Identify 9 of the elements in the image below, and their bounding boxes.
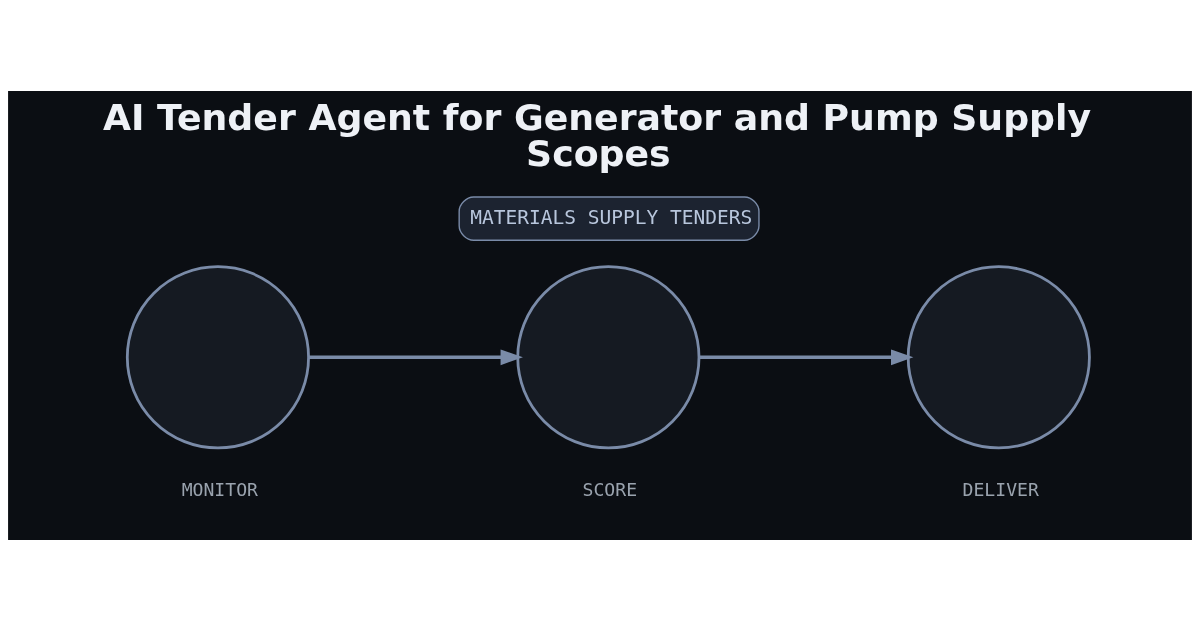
node-circle	[125, 264, 310, 449]
arrow	[308, 349, 523, 365]
diagram-title: AI Tender Agent for Generator and Pump Supply Scopes	[102, 95, 1092, 175]
node-label: DELIVER	[962, 478, 1039, 500]
arrow	[699, 349, 914, 365]
node-label: SCORE	[582, 478, 638, 500]
node-circle	[906, 264, 1091, 449]
node-circle	[516, 264, 701, 449]
node-label: MONITOR	[181, 478, 259, 500]
